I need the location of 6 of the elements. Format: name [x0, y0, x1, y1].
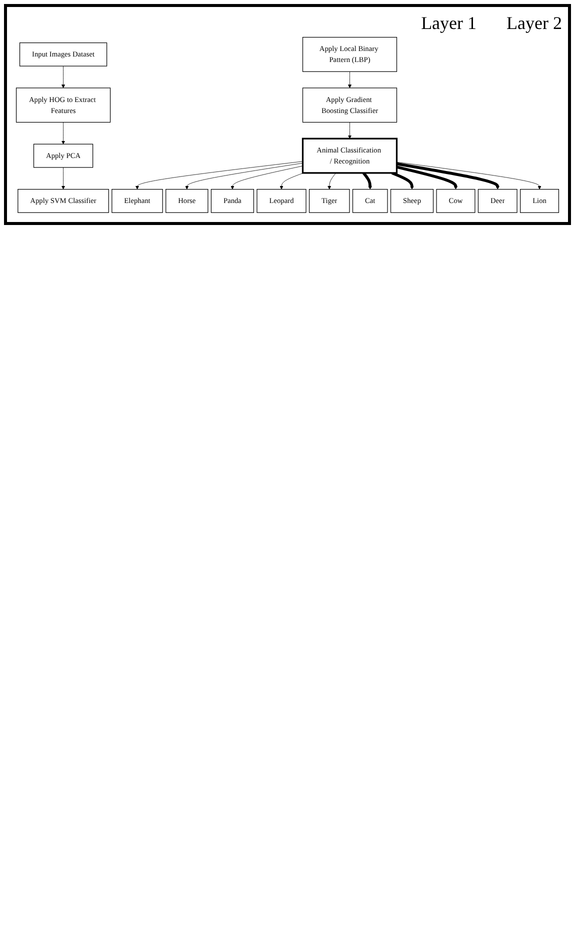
arrow [362, 172, 372, 190]
arrow [391, 172, 414, 190]
arrow [396, 162, 500, 190]
arrow [396, 166, 458, 190]
layer-label: Layer 1 [421, 13, 477, 34]
layer-label: Layer 2 [506, 13, 562, 34]
